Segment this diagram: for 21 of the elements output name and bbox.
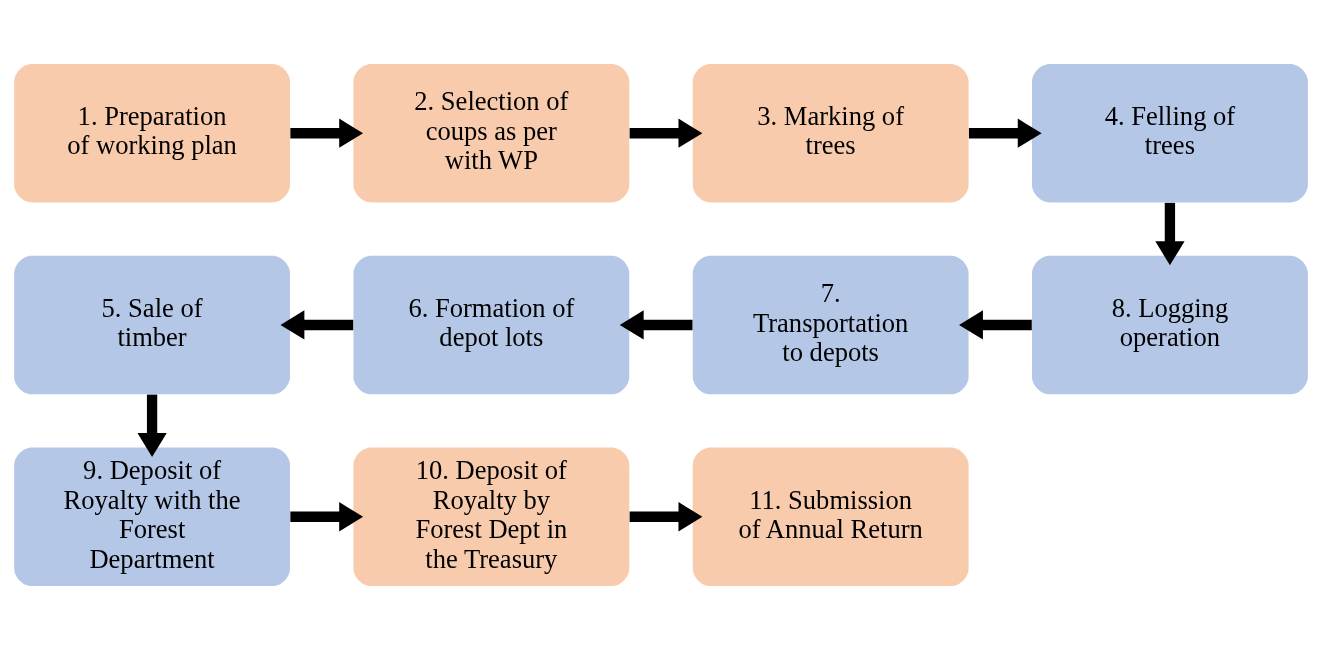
node-box: 10. Deposit of Royalty by Forest Dept in the Treasury — [353, 447, 630, 587]
node-box: 7. Transportation to depots — [692, 255, 969, 395]
arrow — [290, 502, 364, 532]
arrow — [1155, 202, 1185, 266]
node-box: 5. Sale of timber — [14, 255, 290, 395]
node-box: 8. Logging operation — [1032, 255, 1308, 395]
node-box: 4. Felling of trees — [1032, 63, 1308, 203]
arrow — [137, 394, 167, 457]
arrow — [290, 118, 364, 148]
arrow — [280, 310, 354, 340]
arrow — [629, 502, 703, 532]
arrow — [629, 118, 703, 148]
node-box: 1. Preparation of working plan — [14, 63, 290, 203]
node-box: 9. Deposit of Royalty with the Forest Department — [14, 447, 290, 587]
node-box: 6. Formation of depot lots — [353, 255, 630, 395]
node-box: 11. Submission of Annual Return — [692, 447, 969, 587]
arrow — [959, 310, 1032, 340]
arrow — [968, 118, 1042, 148]
node-box: 2. Selection of coups as per with WP — [353, 63, 630, 203]
node-box: 3. Marking of trees — [692, 63, 969, 203]
arrow — [619, 310, 693, 340]
